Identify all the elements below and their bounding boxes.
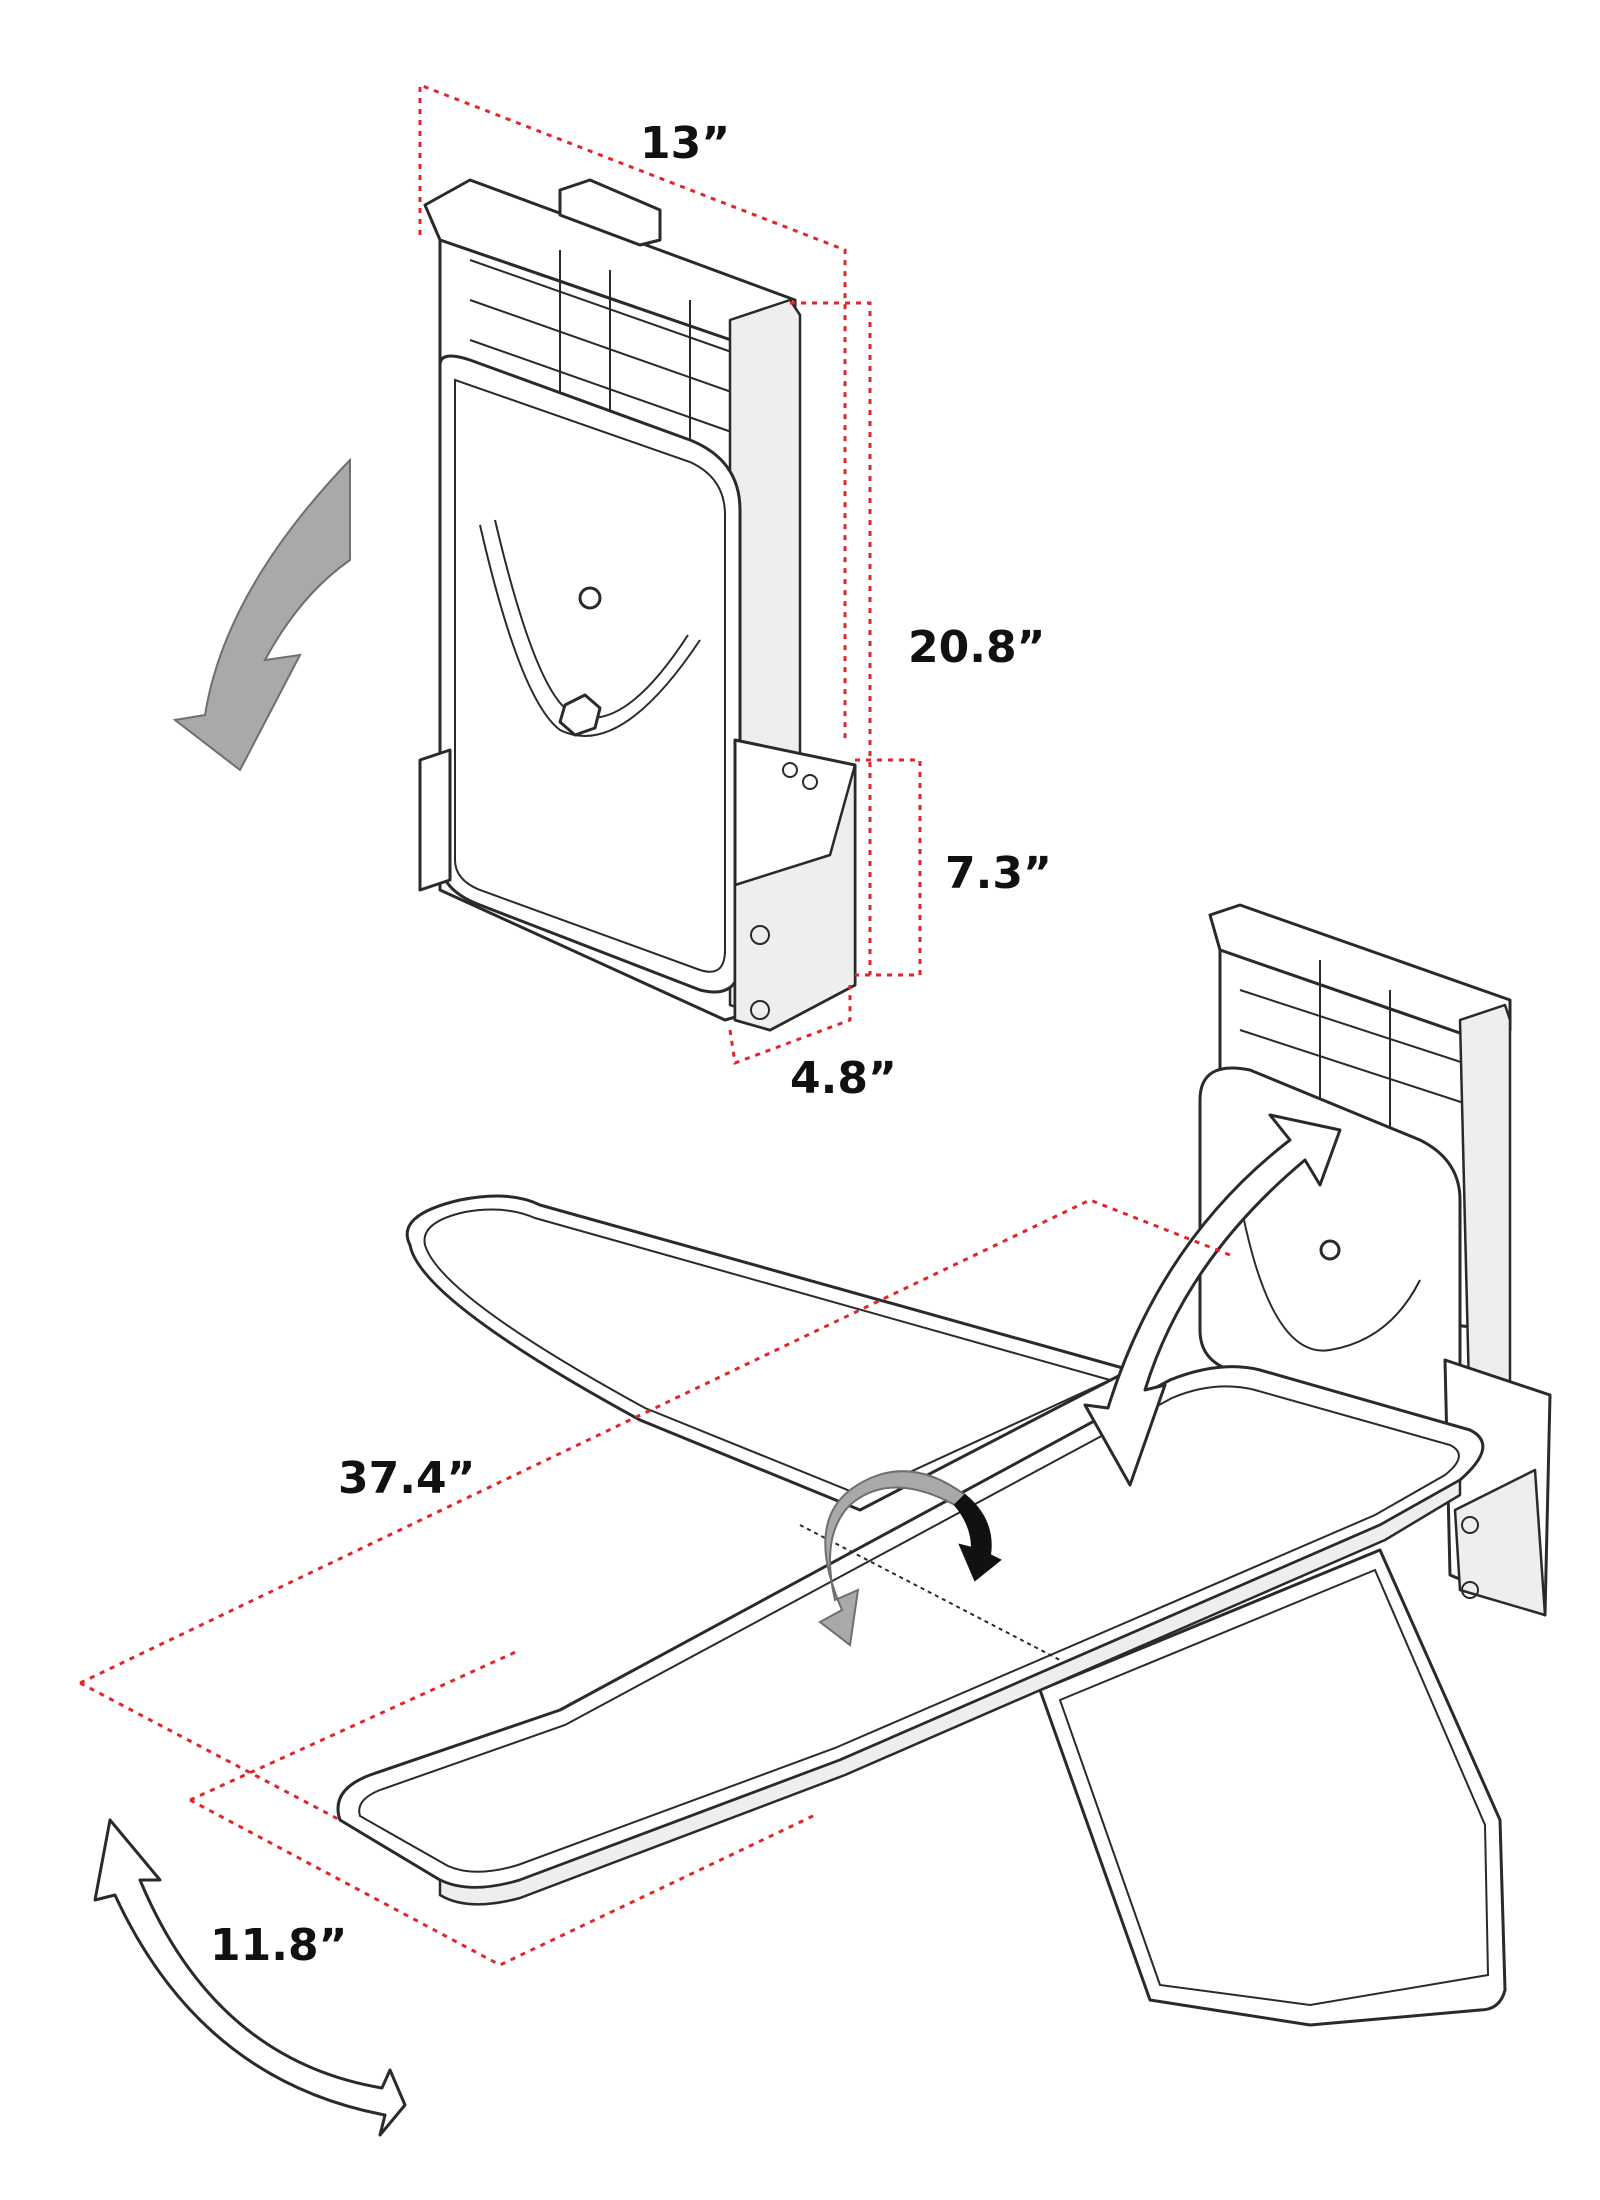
- depth-label: 4.8”: [790, 1053, 897, 1104]
- width-label: 13”: [640, 118, 730, 169]
- board-length-label: 37.4”: [338, 1453, 475, 1504]
- deployed-unit: [1038, 903, 1552, 2027]
- pivot-arrow-icon: [93, 1818, 407, 2137]
- dimension-lines: [79, 82, 1231, 1967]
- height-label: 20.8”: [908, 622, 1045, 673]
- swivel-arrow-head-icon: [953, 1493, 1002, 1582]
- bracket-height-label: 7.3”: [945, 848, 1052, 899]
- board-width-label: 11.8”: [210, 1920, 347, 1971]
- lift-arrow-icon: [1083, 1113, 1342, 1487]
- swivel-arrow-icon: [818, 1470, 967, 1647]
- fold-arrow-icon: [172, 457, 351, 772]
- folded-unit: [418, 178, 857, 1032]
